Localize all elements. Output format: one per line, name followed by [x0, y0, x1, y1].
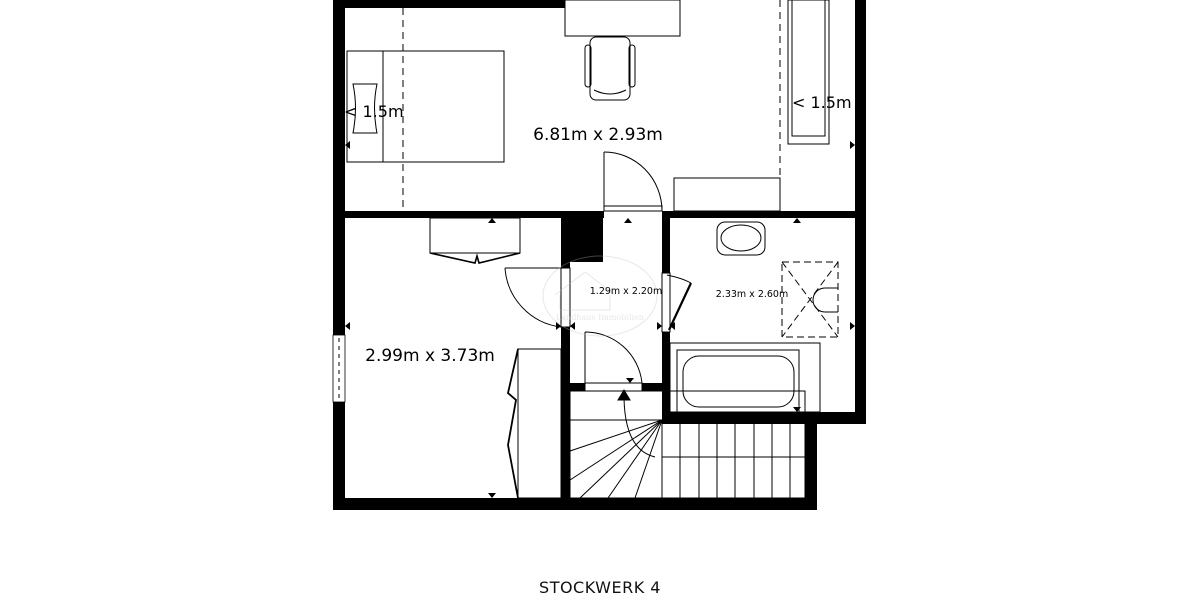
height-note-right: < 1.5m	[792, 93, 852, 112]
wardrobe	[507, 348, 562, 499]
walls	[333, 0, 866, 510]
room-dimensions-hall: 1.29m x 2.20m	[590, 286, 662, 297]
room-dimensions-left: 2.99m x 3.73m	[365, 346, 495, 366]
cabinet	[673, 177, 781, 212]
shower	[781, 261, 839, 338]
window	[332, 334, 346, 403]
closet	[429, 217, 521, 264]
door-left-room	[504, 267, 571, 328]
door-bath	[661, 272, 692, 333]
chair	[584, 36, 636, 101]
height-note-left: < 1.5m	[344, 102, 404, 121]
bed	[346, 50, 505, 163]
door-hall-bottom	[584, 331, 643, 392]
desk	[564, 0, 681, 37]
floor-label: STOCKWERK 4	[539, 578, 661, 597]
sofa	[787, 0, 830, 145]
room-dimensions-bath: 2.33m x 2.60m	[716, 289, 788, 300]
bathtub	[669, 342, 821, 413]
dimension-markers	[345, 141, 855, 498]
staircase	[569, 389, 806, 499]
toilet	[716, 221, 766, 256]
door-large-room	[603, 151, 663, 212]
svg-text:Landhaus Immobilien: Landhaus Immobilien	[556, 313, 644, 322]
furniture	[345, 0, 855, 499]
room-dimensions-large: 6.81m x 2.93m	[533, 125, 663, 145]
watermark-logo: Landhaus Immobilien	[542, 255, 658, 337]
